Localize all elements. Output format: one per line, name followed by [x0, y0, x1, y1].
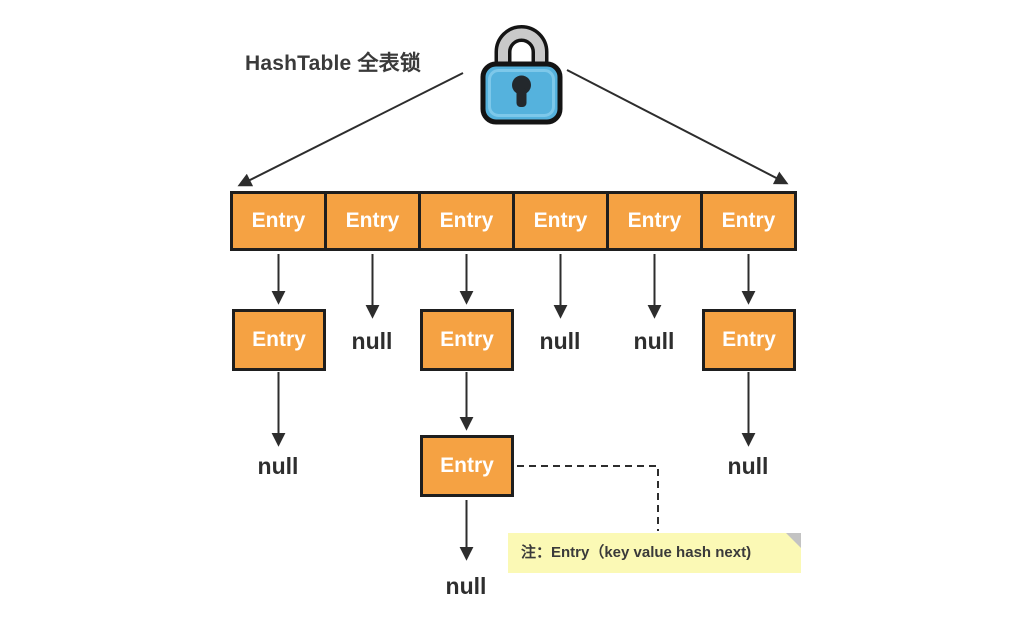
null-label: null — [445, 573, 487, 599]
note-dashed-connector — [517, 465, 659, 531]
bucket-cell: Entry — [512, 191, 609, 251]
note-folded-corner-icon — [786, 533, 801, 548]
null-label: null — [257, 453, 299, 479]
bucket-cell: Entry — [418, 191, 515, 251]
page-title: HashTable 全表锁 — [245, 52, 422, 75]
null-label: null — [633, 328, 675, 354]
note-text: 注：Entry（key value hash next) — [521, 544, 752, 561]
entry-node: Entry — [420, 435, 514, 497]
bucket-cell: Entry — [700, 191, 797, 251]
padlock-icon — [480, 25, 563, 125]
note: 注：Entry（key value hash next) — [508, 533, 801, 573]
lock-to-table-right-arrow — [566, 69, 789, 185]
null-label: null — [539, 328, 581, 354]
lock-to-table-left-arrow — [237, 72, 464, 187]
bucket-cell: Entry — [324, 191, 421, 251]
null-label: null — [727, 453, 769, 479]
entry-node: Entry — [702, 309, 796, 371]
bucket-array-row: Entry Entry Entry Entry Entry Entry — [230, 191, 797, 251]
entry-node: Entry — [420, 309, 514, 371]
bucket-cell: Entry — [606, 191, 703, 251]
bucket-cell: Entry — [230, 191, 327, 251]
entry-node: Entry — [232, 309, 326, 371]
null-label: null — [351, 328, 393, 354]
